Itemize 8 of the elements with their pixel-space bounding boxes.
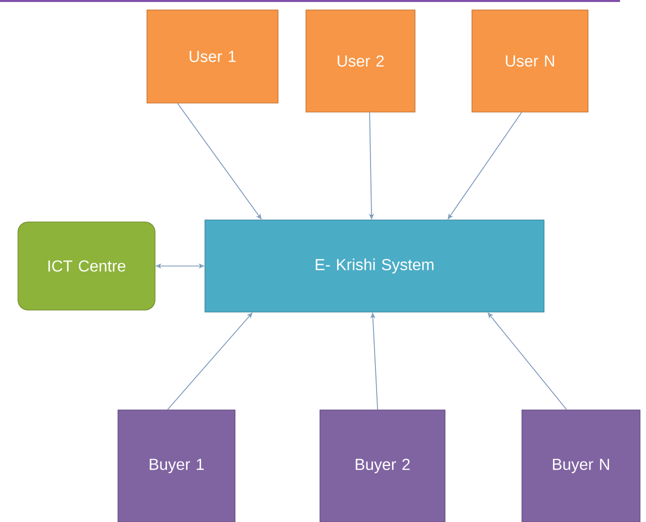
buyer-box: Buyer 2 (320, 410, 446, 522)
user-box: User N (472, 10, 588, 112)
user-box: User 2 (306, 10, 416, 112)
buyer-box: Buyer 1 (118, 410, 236, 522)
centre-box: ICT Centre (18, 222, 156, 310)
buyer-box: Buyer N (522, 410, 640, 522)
system-box: E- Krishi System (204, 220, 544, 312)
user-box: User 1 (146, 10, 278, 104)
